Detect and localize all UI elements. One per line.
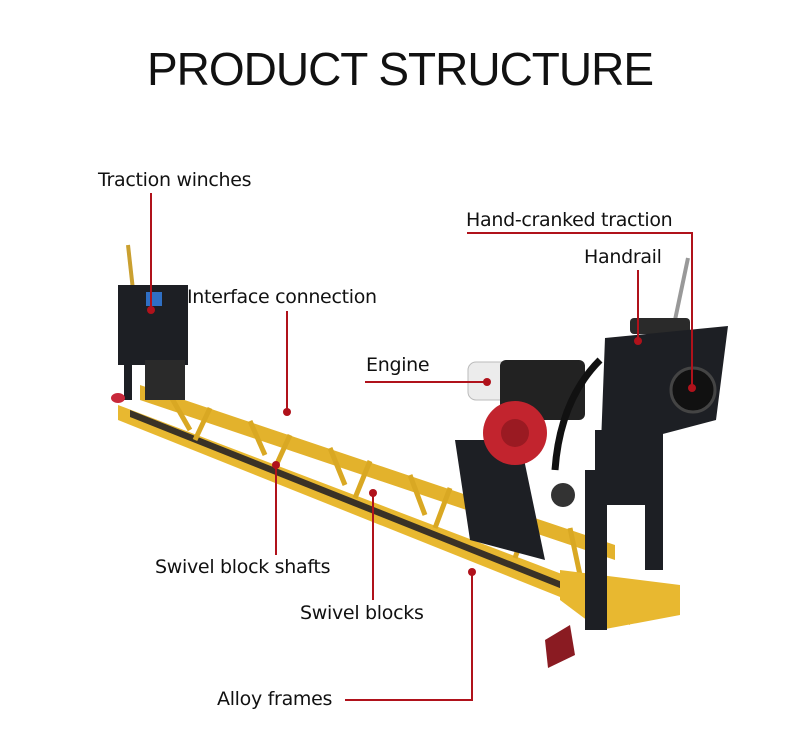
handrail-frame [545,257,728,668]
label-swivel-block-shafts: Swivel block shafts [155,556,331,578]
traction-winch-frame [111,244,188,403]
label-handrail: Handrail [584,246,662,268]
page-title: PRODUCT STRUCTURE [146,43,654,95]
label-alloy-frames: Alloy frames [217,688,333,710]
label-engine: Engine [366,354,430,376]
label-traction-winches: Traction winches [98,169,252,191]
label-hand-cranked-traction: Hand-cranked traction [466,209,673,231]
engine-unit [455,360,585,560]
label-swivel-blocks: Swivel blocks [300,602,424,624]
label-interface-connection: Interface connection [187,286,377,308]
